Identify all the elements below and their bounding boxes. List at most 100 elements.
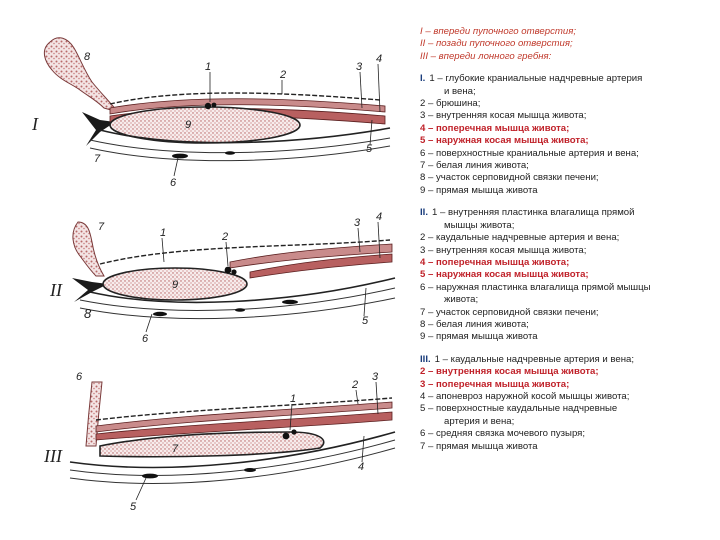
legend-item-continuation: живота;: [444, 294, 479, 306]
muscle-layer-inner: [109, 98, 386, 115]
section-roman: III.: [420, 353, 431, 365]
legend-item: 3 – внутренняя косая мышца живота;: [420, 110, 716, 122]
legend-item-text: 3 – внутренняя косая мышца живота;: [420, 244, 587, 256]
label-8-2: 8: [84, 306, 92, 321]
peritoneum-line-3: [95, 397, 393, 421]
label-4: 4: [376, 53, 382, 65]
legend-section: III.1 – каудальные надчревные артерия и …: [420, 354, 716, 453]
vessel-5-3: [142, 473, 158, 479]
legend-item-text: 3 – поперечная мышца живота;: [420, 378, 570, 390]
label-7-3: 7: [172, 443, 179, 455]
legend-item: 4 – апоневроз наружной косой мышцы живот…: [420, 391, 716, 403]
falciform-ligament-fragment-2: [72, 221, 105, 277]
section-roman: I.: [420, 73, 426, 85]
legend-item-continuation: мышцы живота;: [444, 219, 515, 231]
label-6-3: 6: [76, 371, 83, 383]
label-8: 8: [84, 51, 91, 63]
sheath-lower: [99, 127, 391, 144]
skin-line-2b: [79, 297, 396, 320]
skin-line-3b: [69, 447, 396, 484]
legend-item: 5 – поверхностные каудальные надчревные: [420, 403, 716, 415]
section-roman: II.: [420, 207, 428, 219]
muscle-layer-outer-3: [95, 411, 393, 441]
legend-item: II. 1 – внутренняя пластинка влагалища пр…: [420, 207, 716, 219]
legend-panel: I – впереди пупочного отверстия; II – по…: [420, 26, 716, 453]
legend-item: 7 – участок серповидной связки печени;: [420, 307, 716, 319]
linea-alba: [82, 112, 115, 146]
legend-item-text: 1 – каудальные надчревные артерия и вена…: [434, 353, 634, 365]
legend-section: II. 1 – внутренняя пластинка влагалища пр…: [420, 207, 716, 343]
legend-item: 4 – поперечная мышца живота;: [420, 257, 716, 269]
vessel-3: [282, 432, 290, 440]
legend-item: 5 – наружная косая мышца живота;: [420, 135, 716, 147]
sheath-lower-2: [89, 277, 396, 304]
legend-item: 2 – брюшина;: [420, 98, 716, 110]
legend-item-text: 7 – прямая мышца живота: [420, 440, 538, 452]
panel-1: I 8 1 2 3 4 9 5 7 6: [31, 37, 391, 189]
peritoneum-line: [109, 92, 381, 105]
panel-3: III 6 1 2 3 7 4 5: [43, 371, 396, 513]
label-5: 5: [366, 143, 373, 155]
label-5-3: 5: [130, 501, 137, 513]
legend-item: 4 – поперечная мышца живота;: [420, 123, 716, 135]
legend-item: 6 – поверхностные краниальные артерия и …: [420, 148, 716, 160]
legend-item-text: 9 – прямая мышца живота: [420, 331, 538, 343]
label-7: 7: [94, 153, 101, 165]
legend-item-text: 7 – участок серповидной связки печени;: [420, 306, 599, 318]
legend-item-text: 5 – поверхностные каудальные надчревные: [420, 403, 618, 415]
skin-line-2a: [79, 287, 396, 311]
header-line: II – позади пупочного отверстия;: [420, 38, 573, 50]
legend-item-text: 6 – поверхностные краниальные артерия и …: [420, 147, 639, 159]
rectus-muscle-9-2: [102, 267, 248, 301]
linea-alba-2: [72, 278, 108, 302]
legend-item: 9 – прямая мышца живота: [420, 185, 716, 197]
legend-item: 5 – наружная косая мышца живота;: [420, 269, 716, 281]
legend-item: 6 – средняя связка мочевого пузыря;: [420, 428, 716, 440]
vessel-small-2: [282, 299, 298, 305]
label-1: 1: [205, 61, 211, 73]
label-5-2: 5: [362, 315, 369, 327]
label-7-2: 7: [98, 221, 105, 233]
legend-item-continuation: артерия и вена;: [444, 415, 515, 427]
legend-item-text: 2 – каудальные надчревные артерия и вена…: [420, 232, 620, 244]
legend-item: 9 – прямая мышца живота: [420, 331, 716, 343]
muscle-layer-inner-3: [95, 401, 393, 433]
muscle-layer-inner-2: [229, 243, 393, 269]
legend-item: I.1 – глубокие краниальные надчревные ар…: [420, 73, 716, 85]
label-6-2: 6: [142, 333, 149, 345]
legend-item-text: 2 – брюшина;: [420, 98, 481, 110]
header-line: III – впереди лонного гребня:: [420, 50, 552, 62]
label-3: 3: [356, 61, 363, 73]
legend-item: 3 – внутренняя косая мышца живота;: [420, 245, 716, 257]
legend-item: III.1 – каудальные надчревные артерия и …: [420, 354, 716, 366]
legend-item-text: 1 – внутренняя пластинка влагалища прямо…: [432, 207, 635, 219]
legend-item-text: 3 – внутренняя косая мышца живота;: [420, 110, 587, 122]
legend-header: I – впереди пупочного отверстия; II – по…: [420, 26, 716, 63]
sheath-lower-3: [69, 431, 396, 469]
rectus-muscle-3: [99, 431, 325, 458]
label-4-2: 4: [376, 211, 382, 223]
label-6: 6: [170, 177, 177, 189]
header-line: I – впереди пупочного отверстия;: [420, 26, 576, 37]
panel-2-roman: II: [49, 280, 63, 300]
vessel-small: [225, 151, 235, 155]
label-3-2: 3: [354, 217, 361, 229]
label-2: 2: [279, 69, 286, 81]
legend-item: 6 – наружная пластинка влагалища прямой …: [420, 282, 716, 294]
panel-1-roman: I: [31, 114, 39, 134]
label-9-2: 9: [172, 279, 178, 291]
legend-item-text: 4 – поперечная мышца живота;: [420, 122, 570, 134]
legend-item-text: 5 – наружная косая мышца живота;: [420, 269, 589, 281]
label-1-2: 1: [160, 227, 166, 239]
legend-item: 2 – внутренняя косая мышца живота;: [420, 366, 716, 378]
label-3-3: 3: [372, 371, 379, 383]
vessel-6-2: [153, 311, 167, 317]
legend-item: 7 – белая линия живота;: [420, 160, 716, 172]
legend-item-text: 4 – апоневроз наружной косой мышцы живот…: [420, 390, 630, 402]
label-1-3: 1: [290, 393, 296, 405]
vessel-small-3: [244, 468, 256, 472]
skin-line-2: [89, 145, 391, 162]
panel-3-roman: III: [43, 446, 63, 466]
skin-line-3a: [69, 439, 396, 476]
label-9: 9: [185, 119, 191, 131]
